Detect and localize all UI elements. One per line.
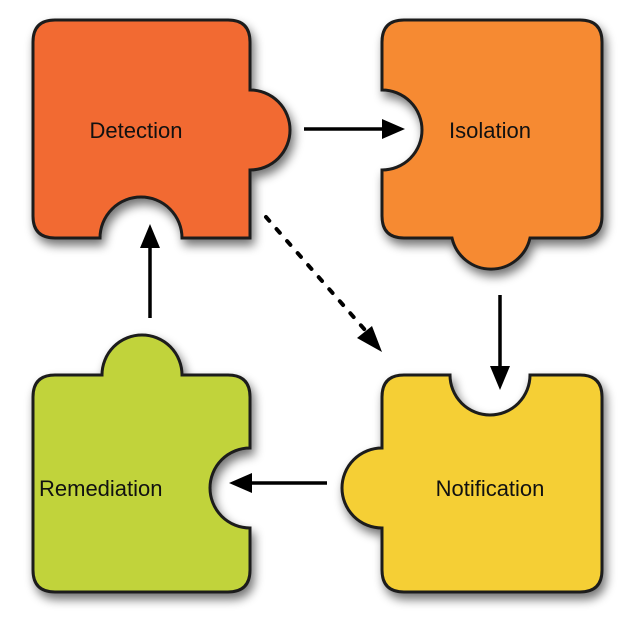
edge-isolation-to-notification [490, 295, 510, 390]
node-label-isolation: Isolation [449, 118, 531, 143]
puzzle-piece-remediation [31, 333, 252, 594]
node-notification [340, 373, 604, 594]
node-remediation [31, 333, 252, 594]
arrow-head-icon [229, 473, 252, 493]
node-detection [31, 18, 292, 240]
edge-detection-to-notification-dashed [264, 215, 382, 352]
arrow-head-icon [382, 119, 405, 139]
edge-notification-to-remediation [229, 473, 327, 493]
arrow-head-icon [357, 326, 382, 352]
arrow-head-icon [140, 224, 160, 248]
dashed-arrow-line [264, 215, 367, 332]
arrow-head-icon [490, 366, 510, 390]
node-label-detection: Detection [90, 118, 183, 143]
puzzle-piece-detection [31, 18, 292, 240]
node-label-remediation: Remediation [39, 476, 163, 501]
puzzle-piece-notification [340, 373, 604, 594]
puzzle-piece-isolation [380, 18, 604, 271]
node-label-notification: Notification [436, 476, 545, 501]
edge-remediation-to-detection [140, 224, 160, 318]
edge-detection-to-isolation [304, 119, 405, 139]
node-isolation [380, 18, 604, 271]
